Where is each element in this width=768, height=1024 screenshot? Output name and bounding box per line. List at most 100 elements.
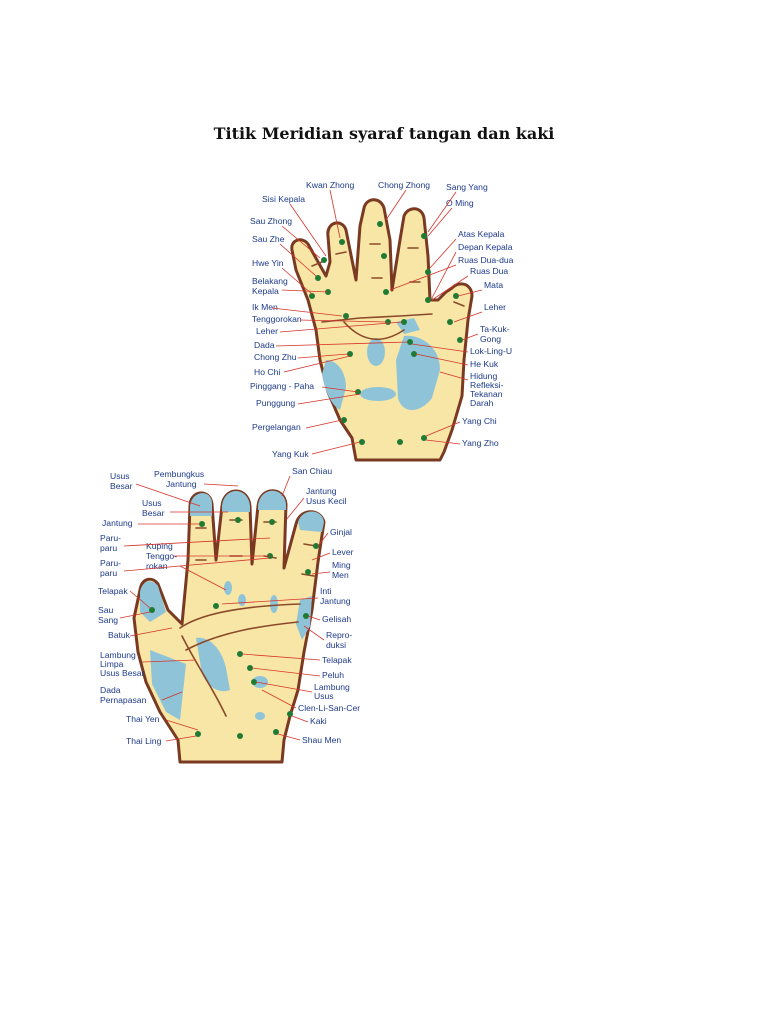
label-ta-kuk: Ta-Kuk- bbox=[480, 324, 510, 334]
label-paru-1b: paru bbox=[100, 543, 117, 553]
label-gelisah: Gelisah bbox=[322, 614, 351, 624]
label-sang-yang: Sang Yang bbox=[446, 182, 488, 192]
label-hwe-yin: Hwe Yin bbox=[252, 258, 284, 268]
hand-1-zone-lower bbox=[360, 387, 396, 401]
label-atas-kepala: Atas Kepala bbox=[458, 229, 505, 239]
hand-1-joint-7 bbox=[453, 301, 465, 307]
label-sisi-kepala: Sisi Kepala bbox=[262, 194, 305, 204]
label-jantung-right: Jantung bbox=[306, 486, 337, 496]
label-sau-zhong: Sau Zhong bbox=[250, 216, 292, 226]
label-shau-men: Shau Men bbox=[302, 735, 341, 745]
hand-2-illustration bbox=[132, 489, 326, 764]
label-leher-left: Leher bbox=[256, 326, 278, 336]
label-sang: Sang bbox=[98, 615, 118, 625]
label-sau: Sau bbox=[98, 605, 114, 615]
label-belakang: Belakang bbox=[252, 276, 288, 286]
hand-2-points bbox=[149, 517, 319, 739]
label-jantung-left: Jantung bbox=[102, 518, 133, 528]
label-tekanan: Tekanan bbox=[470, 389, 503, 399]
label-jantung-pembungkus: Jantung bbox=[166, 479, 197, 489]
label-chong-zhong: Chong Zhong bbox=[378, 180, 430, 190]
hand-2-crease-1 bbox=[179, 603, 301, 629]
hand-2-zone-c bbox=[270, 595, 278, 613]
hand-2-zone-e bbox=[255, 712, 265, 720]
hand-2-zone-a bbox=[224, 581, 232, 595]
label-lever: Lever bbox=[332, 547, 354, 557]
label-he-kuk: He Kuk bbox=[470, 359, 499, 369]
label-telapak-left: Telapak bbox=[98, 586, 128, 596]
label-lambung-right: Lambung bbox=[314, 682, 350, 692]
label-besar-1: Besar bbox=[110, 481, 133, 491]
label-dada: Dada bbox=[100, 685, 121, 695]
label-pernapasan: Pernapasan bbox=[100, 695, 147, 705]
label-kepala: Kepala bbox=[252, 286, 279, 296]
label-tenggo: Tenggo- bbox=[146, 551, 177, 561]
label-ming: Ming bbox=[332, 560, 351, 570]
hand-1-zone-center bbox=[367, 338, 385, 366]
label-mata: Mata bbox=[484, 280, 503, 290]
label-lok-ling-u: Lok-Ling-U bbox=[470, 346, 512, 356]
label-men: Men bbox=[332, 570, 349, 580]
label-kaki: Kaki bbox=[310, 716, 327, 726]
hand-1-outline bbox=[290, 198, 474, 462]
hand-1-leader-lines bbox=[271, 189, 483, 455]
hand-2-finger-tip-3 bbox=[258, 490, 286, 510]
label-ik-men: Ik Men bbox=[252, 302, 278, 312]
label-yang-kuk: Yang Kuk bbox=[272, 449, 309, 459]
hand-1-zone-thumb bbox=[396, 335, 440, 410]
label-usus-kecil: Usus Kecil bbox=[306, 496, 347, 506]
label-pembungkus: Pembungkus bbox=[154, 469, 204, 479]
hand-2-thumb-zone bbox=[140, 581, 166, 622]
label-dada: Dada bbox=[254, 340, 275, 350]
label-usus-besar: Usus Besar bbox=[100, 668, 145, 678]
label-darah: Darah bbox=[470, 398, 494, 408]
label-repro: Repro- bbox=[326, 630, 352, 640]
label-usus-1: Usus bbox=[110, 471, 130, 481]
label-paru-2a: Paru- bbox=[100, 558, 121, 568]
hand-2-crease-3 bbox=[181, 635, 227, 717]
label-ruas-dua-dua: Ruas Dua-dua bbox=[458, 255, 514, 265]
label-o-ming: O Ming bbox=[446, 198, 474, 208]
hand-1-joint-2 bbox=[335, 251, 347, 255]
hand-1-crease-top bbox=[321, 313, 433, 323]
label-pinggang-paha: Pinggang - Paha bbox=[250, 381, 314, 391]
label-hidung: Hidung bbox=[470, 371, 497, 381]
label-lambung-left: Lambung bbox=[100, 650, 136, 660]
hand-2-finger-tip-1 bbox=[190, 493, 212, 516]
label-usus-2: Usus bbox=[142, 498, 162, 508]
label-kwan-zhong: Kwan Zhong bbox=[306, 180, 354, 190]
label-rokan: rokan bbox=[146, 561, 168, 571]
label-thai-ling: Thai Ling bbox=[126, 736, 162, 746]
hand-1-joint-1 bbox=[311, 261, 323, 267]
label-yang-zho: Yang Zho bbox=[462, 438, 499, 448]
label-yang-chi: Yang Chi bbox=[462, 416, 497, 426]
hand-2-finger-tip-4 bbox=[298, 511, 324, 532]
label-ruas-dua: Ruas Dua bbox=[470, 266, 508, 276]
label-kuping: Kuping bbox=[146, 541, 173, 551]
label-limpa: Limpa bbox=[100, 659, 124, 669]
label-jantung-inti: Jantung bbox=[320, 596, 351, 606]
hand-1-labels: Kwan Zhong Chong Zhong Sang Yang Sisi Ke… bbox=[250, 180, 514, 459]
hand-1-points bbox=[309, 221, 463, 445]
label-sau-zhe: Sau Zhe bbox=[252, 234, 285, 244]
label-depan-kepala: Depan Kepala bbox=[458, 242, 513, 252]
label-chong-zhu: Chong Zhu bbox=[254, 352, 297, 362]
label-telapak-right: Telapak bbox=[322, 655, 352, 665]
hand-2-crease-2 bbox=[185, 621, 299, 651]
hand-2-left-zone bbox=[150, 650, 186, 720]
label-usus-right: Usus bbox=[314, 691, 334, 701]
hand-2-zone-d bbox=[252, 676, 268, 688]
label-batuk: Batuk bbox=[108, 630, 131, 640]
label-ginjal: Ginjal bbox=[330, 527, 352, 537]
hand-2-finger-tip-2 bbox=[222, 491, 250, 512]
label-peluh: Peluh bbox=[322, 670, 344, 680]
label-san-chiau: San Chiau bbox=[292, 466, 332, 476]
hand-2-labels: San Chiau Usus Pembungkus Besar Jantung … bbox=[98, 466, 360, 746]
label-tenggorokan: Tenggorokan bbox=[252, 314, 302, 324]
hand-2-outline bbox=[132, 489, 326, 764]
label-inti: Inti bbox=[320, 586, 332, 596]
label-thai-yen: Thai Yen bbox=[126, 714, 160, 724]
label-pergelangan: Pergelangan bbox=[252, 422, 301, 432]
page-title: Titik Meridian syaraf tangan dan kaki bbox=[213, 124, 555, 143]
